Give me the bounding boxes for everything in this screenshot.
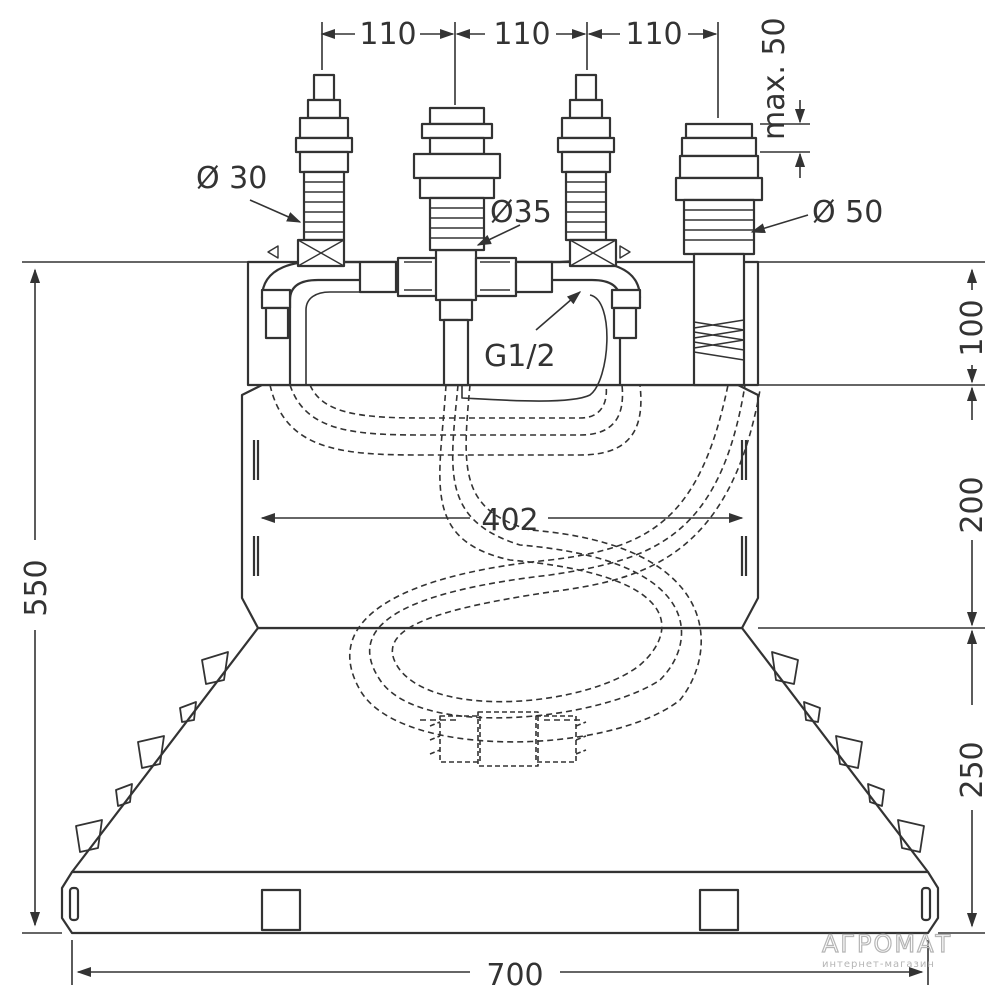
dim-shower-diameter: Ø 50 (812, 195, 883, 230)
watermark-brand: АГРОМАТ (822, 930, 952, 958)
dim-mixer-diameter: Ø35 (490, 195, 552, 230)
center-mixer (412, 106, 502, 252)
left-valve (260, 73, 354, 340)
hose-coupling (429, 711, 587, 767)
dim-total-height: 550 (19, 559, 54, 616)
base-body (60, 626, 940, 935)
mounting-frame (240, 383, 760, 630)
dimension-lines (22, 22, 985, 985)
dim-valve-diameter: Ø 30 (196, 161, 267, 196)
dim-spacing-1: 110 (359, 17, 416, 52)
watermark-tagline: интернет-магазин (822, 959, 935, 970)
dim-total-width: 700 (486, 958, 543, 993)
dim-offset-mid: 200 (955, 476, 990, 533)
hidden-hoses (269, 384, 761, 743)
dim-max-height: max. 50 (757, 17, 792, 140)
tee-fittings (358, 248, 554, 387)
dim-inner-width: 402 (481, 503, 538, 538)
right-valve (556, 73, 642, 340)
dim-offset-top: 100 (955, 299, 990, 356)
dim-offset-bottom: 250 (955, 741, 990, 798)
watermark: АГРОМАТ интернет-магазин (821, 929, 952, 970)
dim-spacing-3: 110 (625, 17, 682, 52)
side-clips (75, 651, 925, 853)
dim-spacing-2: 110 (493, 17, 550, 52)
dim-thread: G1/2 (484, 339, 556, 374)
shower-outlet (674, 122, 764, 387)
